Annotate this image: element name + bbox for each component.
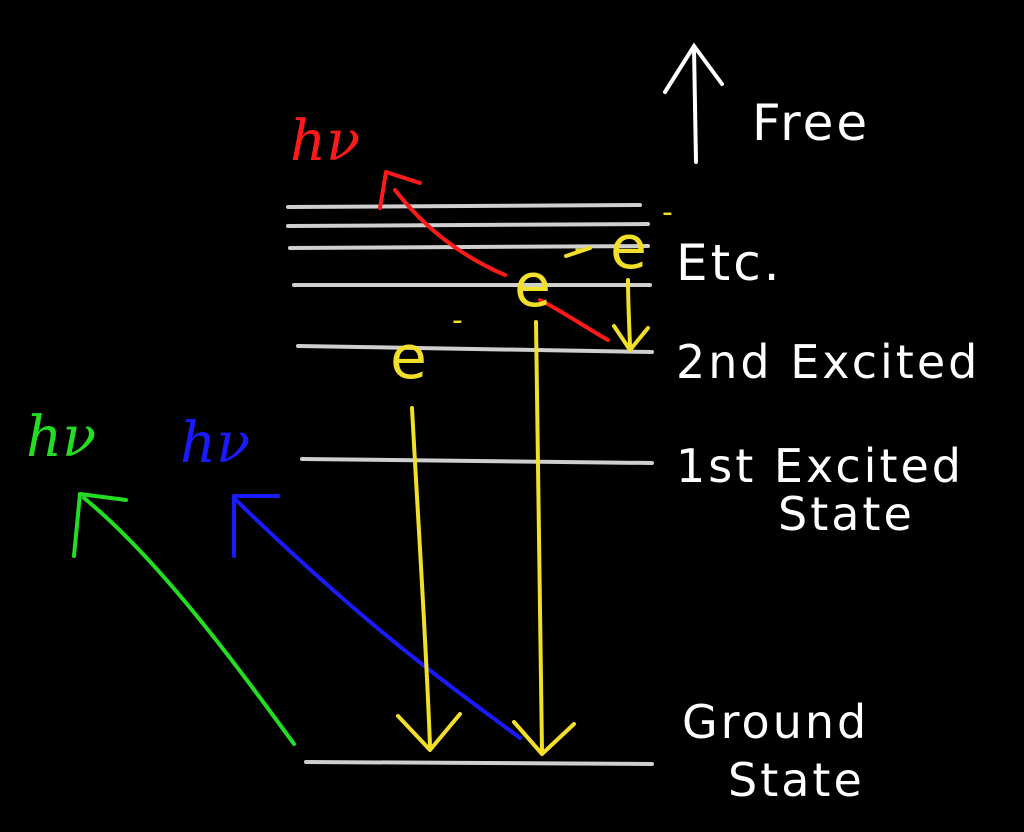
level-etc-2 — [286, 222, 650, 228]
photon-label-red: hν — [290, 109, 360, 174]
electron-charge-1: - — [452, 303, 463, 338]
level-etc-3 — [288, 244, 650, 250]
label-ground-line2: State — [728, 753, 865, 807]
label-first-excited-line1: 1st Excited — [676, 439, 964, 493]
electron-charge-3: - — [662, 195, 673, 230]
down-arrow-icon — [410, 406, 432, 748]
electron-etc-high: e — [610, 213, 647, 283]
label-free: Free — [752, 94, 870, 152]
level-first-excited — [300, 457, 654, 465]
blue-photon-arrow — [232, 494, 522, 740]
photon-label-green: hν — [26, 405, 96, 470]
label-first-excited-line2: State — [778, 487, 915, 541]
label-etc: Etc. — [676, 234, 783, 292]
energy-levels — [286, 203, 654, 766]
label-ground-line1: Ground — [682, 695, 869, 749]
green-photon-arrow — [72, 492, 296, 746]
level-ground — [304, 760, 654, 766]
level-etc-1 — [286, 203, 642, 209]
label-second-excited: 2nd Excited — [676, 335, 980, 389]
down-arrow-icon — [626, 278, 632, 348]
red-photon-arrow — [378, 170, 610, 342]
electron-second-excited: e — [390, 323, 427, 393]
electron-etc-low: e — [514, 251, 551, 321]
photon-label-blue: hν — [180, 411, 250, 476]
electron-transitions — [396, 246, 650, 756]
electron-charge-2: - — [574, 231, 585, 266]
level-second-excited — [296, 344, 654, 354]
up-arrow-icon — [663, 42, 724, 164]
down-arrow-icon — [534, 320, 544, 754]
